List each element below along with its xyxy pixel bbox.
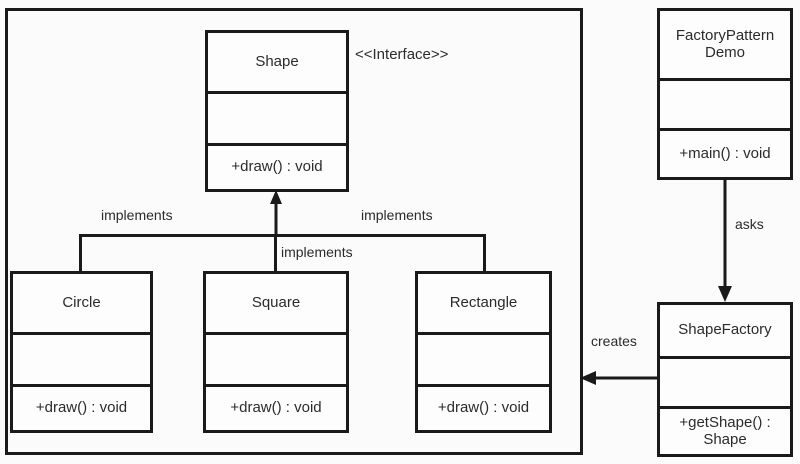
class-attributes-shape-factory [660,356,790,406]
asks-arrow [718,180,732,302]
implements-connector-square [274,234,277,273]
relation-label-creates: creates [591,333,637,349]
relation-label-implements-center: implements [281,244,353,260]
class-attributes-factory-pattern-demo [660,78,790,128]
implements-arrowhead-to-shape [270,190,282,236]
class-name-shape: Shape [255,52,299,70]
class-name-circle: Circle [62,293,101,311]
class-box-shape[interactable]: Shape +draw() : void [205,30,349,192]
class-name-square: Square [251,293,301,311]
class-box-circle[interactable]: Circle +draw() : void [10,271,153,433]
class-operations-square: +draw() : void [206,384,346,430]
implements-connector-rectangle [483,234,486,273]
class-attributes-rectangle [418,332,549,384]
class-operations-rectangle: +draw() : void [418,384,549,430]
class-operations-shape: +draw() : void [208,143,346,189]
class-attributes-square [206,332,346,384]
class-box-rectangle[interactable]: Rectangle +draw() : void [415,271,552,433]
class-box-square[interactable]: Square +draw() : void [203,271,349,433]
class-attributes-circle [13,332,150,384]
class-operations-factory-pattern-demo: +main() : void [660,128,790,177]
relation-label-implements-left: implements [101,207,173,223]
stereotype-interface-label: <<Interface>> [355,46,449,63]
relation-label-implements-right: implements [361,207,433,223]
class-operations-shape-factory: +getShape() : Shape [660,406,790,454]
class-attributes-shape [208,91,346,143]
implements-connector-horizontal [79,234,486,237]
relation-label-asks: asks [735,216,764,232]
class-box-factory-pattern-demo[interactable]: FactoryPattern Demo +main() : void [657,8,793,180]
class-name-factory-pattern-demo: FactoryPattern Demo [675,26,775,61]
implements-connector-circle [79,234,82,273]
class-box-shape-factory[interactable]: ShapeFactory +getShape() : Shape [657,302,793,457]
class-name-rectangle: Rectangle [449,293,518,311]
class-operations-circle: +draw() : void [13,384,150,430]
class-name-shape-factory: ShapeFactory [678,321,772,339]
creates-arrow [580,371,657,385]
